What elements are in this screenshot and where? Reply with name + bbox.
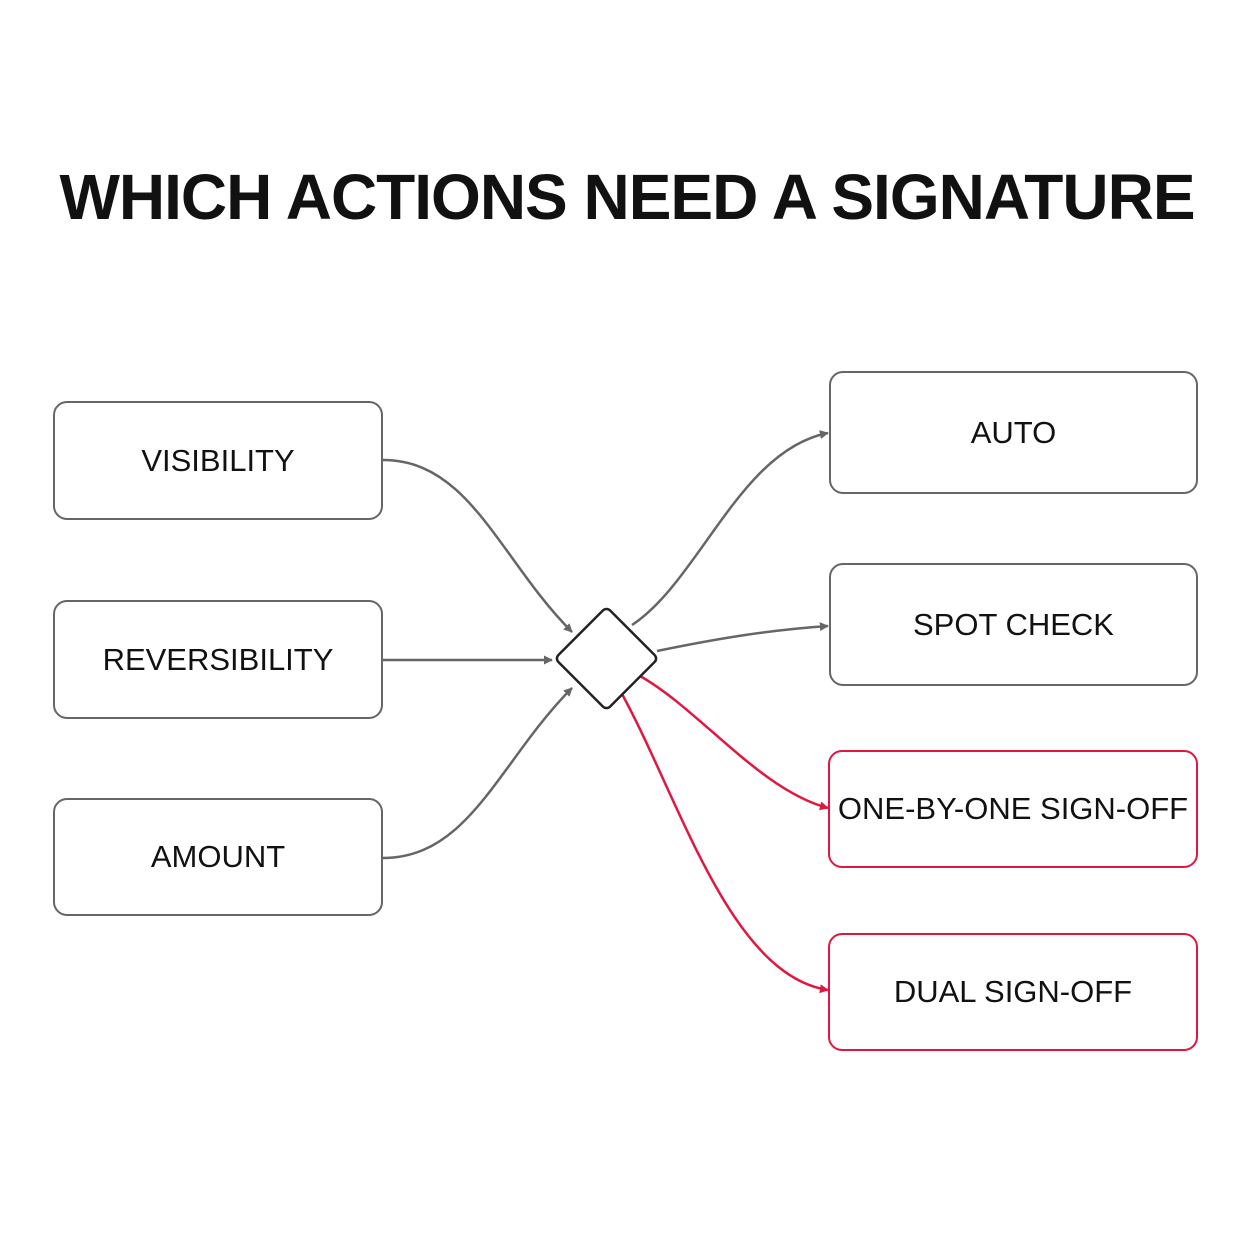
output-node-label: DUAL SIGN-OFF (893, 974, 1133, 1009)
edge-decision-to-spot-check (656, 622, 829, 653)
edge-decision-to-auto (631, 430, 829, 627)
edge-decision-to-one-by-one (639, 674, 829, 811)
diagram-title: WHICH ACTIONS NEED A SIGNATURE (59, 161, 1195, 233)
output-node-label: SPOT CHECK (913, 606, 1114, 642)
output-node-label: ONE-BY-ONE SIGN-OFF (837, 791, 1189, 826)
input-node-label: VISIBILITY (141, 442, 295, 478)
edge-amount-to-decision (382, 687, 573, 860)
input-node-label: REVERSIBILITY (102, 641, 334, 677)
output-node-one-by-one-sign-off: ONE-BY-ONE SIGN-OFF (828, 750, 1198, 868)
output-node-spot-check: SPOT CHECK (829, 563, 1198, 686)
output-node-auto: AUTO (829, 371, 1198, 494)
input-node-amount: AMOUNT (53, 798, 383, 916)
output-node-label: AUTO (970, 414, 1057, 450)
output-node-dual-sign-off: DUAL SIGN-OFF (828, 933, 1198, 1051)
input-node-reversibility: REVERSIBILITY (53, 600, 383, 719)
input-node-label: AMOUNT (150, 839, 286, 874)
edge-decision-to-dual (620, 693, 829, 994)
edge-visibility-to-decision (382, 458, 573, 633)
decision-diamond (555, 607, 658, 710)
input-node-visibility: VISIBILITY (53, 401, 383, 520)
